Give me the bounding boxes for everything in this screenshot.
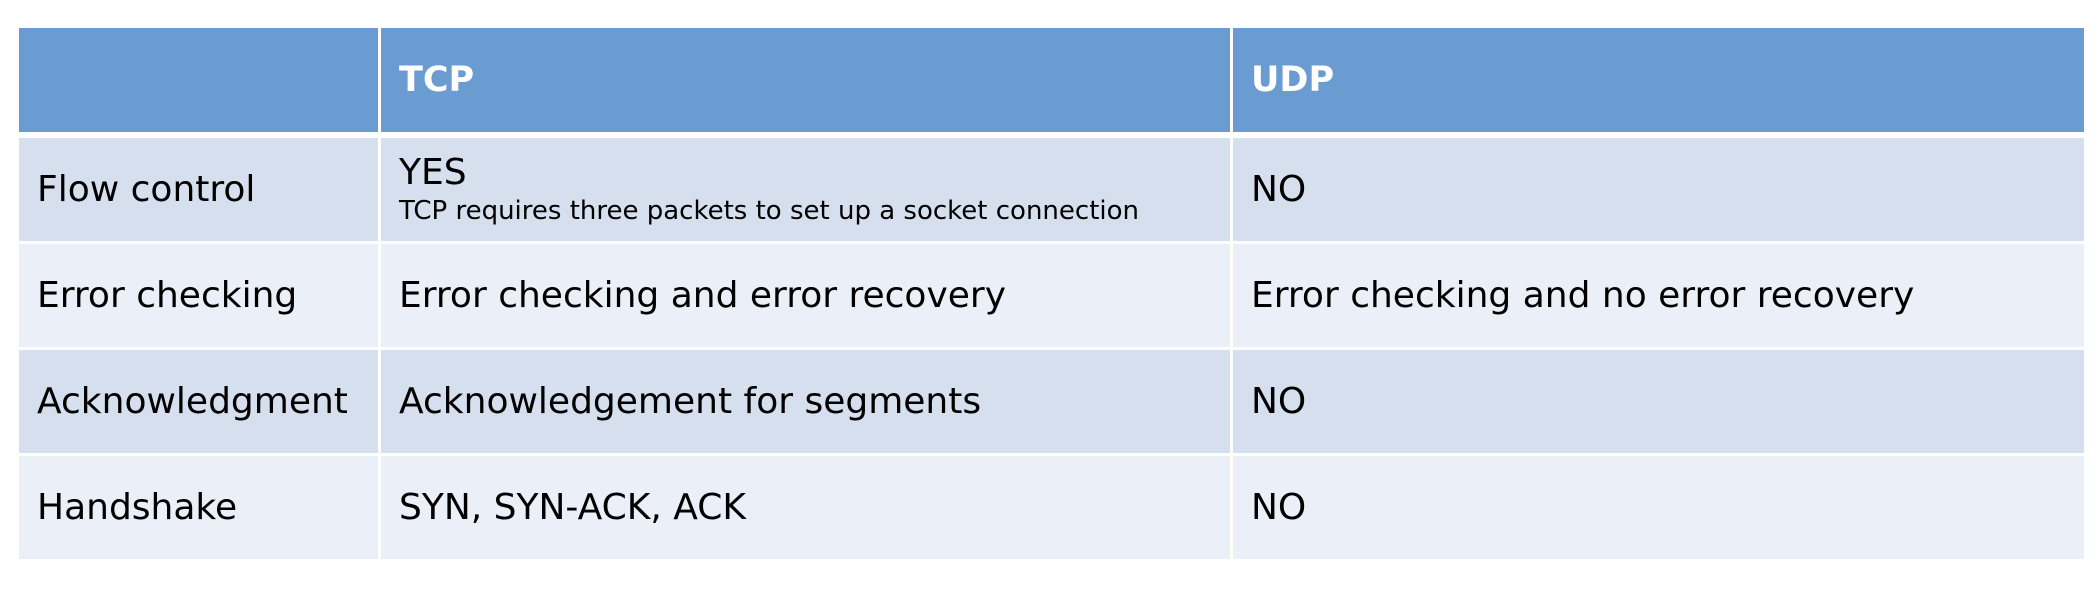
table-row-acknowledgment: Acknowledgment Acknowledgement for segme… (16, 347, 2087, 456)
tcp-udp-comparison-table: TCP UDP Flow control YES TCP requires th… (16, 25, 2087, 562)
feature-cell: Error checking (16, 241, 381, 350)
table-row-flow-control: Flow control YES TCP requires three pack… (16, 133, 2087, 244)
comparison-table-container: TCP UDP Flow control YES TCP requires th… (16, 25, 2087, 562)
feature-cell: Acknowledgment (16, 347, 381, 456)
tcp-value: YES (399, 151, 467, 193)
udp-cell: NO (1230, 453, 2087, 562)
table-row-error-checking: Error checking Error checking and error … (16, 241, 2087, 350)
tcp-cell: Acknowledgement for segments (378, 347, 1233, 456)
table-body: Flow control YES TCP requires three pack… (16, 133, 2087, 562)
feature-cell: Handshake (16, 453, 381, 562)
header-cell-udp: UDP (1230, 25, 2087, 138)
table-header: TCP UDP (16, 25, 2087, 138)
header-row: TCP UDP (16, 25, 2087, 138)
feature-cell: Flow control (16, 133, 381, 244)
table-row-handshake: Handshake SYN, SYN-ACK, ACK NO (16, 453, 2087, 562)
udp-cell: NO (1230, 133, 2087, 244)
udp-cell: Error checking and no error recovery (1230, 241, 2087, 350)
tcp-cell: YES TCP requires three packets to set up… (378, 133, 1233, 244)
udp-cell: NO (1230, 347, 2087, 456)
header-cell-tcp: TCP (378, 25, 1233, 138)
header-cell-feature (16, 25, 381, 138)
tcp-cell: Error checking and error recovery (378, 241, 1233, 350)
tcp-note: TCP requires three packets to set up a s… (399, 195, 1140, 226)
tcp-cell: SYN, SYN-ACK, ACK (378, 453, 1233, 562)
